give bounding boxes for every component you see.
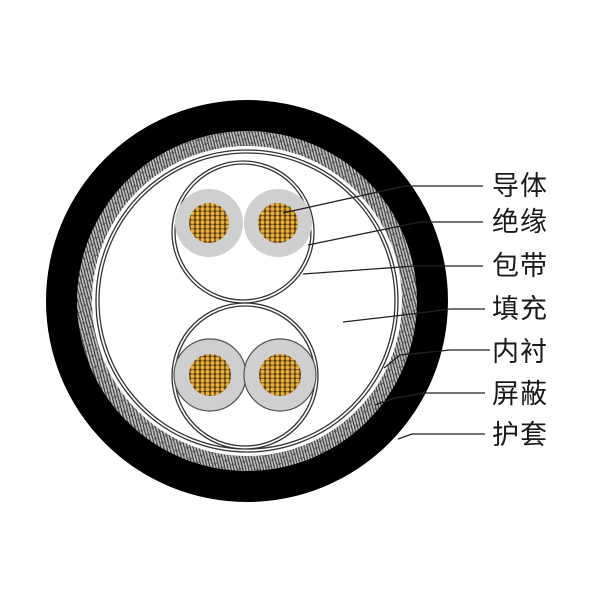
- label-sheath: 护套: [492, 420, 548, 451]
- label-conductor: 导体: [492, 171, 548, 202]
- bottom-pair: [171, 302, 319, 450]
- label-shield: 屏蔽: [492, 379, 548, 410]
- leader-filler: [342, 308, 485, 323]
- top-pair: [171, 160, 315, 304]
- label-filler: 填充: [492, 294, 548, 325]
- label-tape: 包带: [492, 251, 548, 282]
- leader-sheath: [397, 433, 485, 440]
- leader-conductor: [282, 185, 483, 214]
- label-insulation: 绝缘: [492, 207, 548, 238]
- leader-insulation: [307, 221, 483, 246]
- label-inner-lining: 内衬: [492, 337, 548, 368]
- conductor-layer: [189, 203, 229, 243]
- leader-tape: [302, 265, 483, 275]
- leader-shield: [374, 392, 485, 406]
- leader-lines: [282, 185, 490, 440]
- leader-inner-lining: [383, 349, 490, 369]
